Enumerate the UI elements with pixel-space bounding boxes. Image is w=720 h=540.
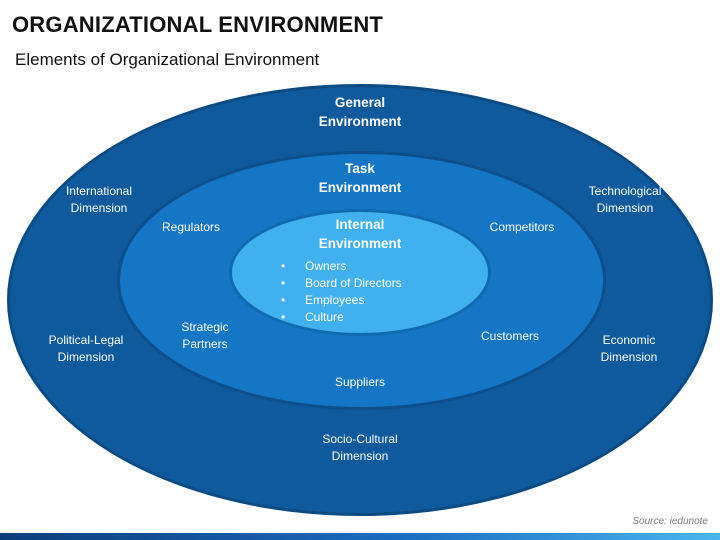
- internal-item-owners: Owners: [281, 258, 402, 275]
- internal-item-board-of-directors: Board of Directors: [281, 275, 402, 292]
- competitors-label: Competitors: [489, 220, 555, 234]
- internal-environment-list: Owners Board of Directors Employees Cult…: [281, 258, 402, 326]
- source-credit: Source: iedunote: [632, 516, 708, 527]
- regulators-label: Regulators: [161, 220, 221, 234]
- bottom-accent-bar: [0, 533, 720, 540]
- internal-item-employees: Employees: [281, 292, 402, 309]
- page-title: ORGANIZATIONAL ENVIRONMENT: [12, 12, 384, 37]
- suppliers-label: Suppliers: [334, 375, 386, 389]
- page-subtitle: Elements of Organizational Environment: [15, 50, 320, 69]
- customers-label: Customers: [480, 329, 539, 343]
- internal-item-culture: Culture: [281, 309, 402, 326]
